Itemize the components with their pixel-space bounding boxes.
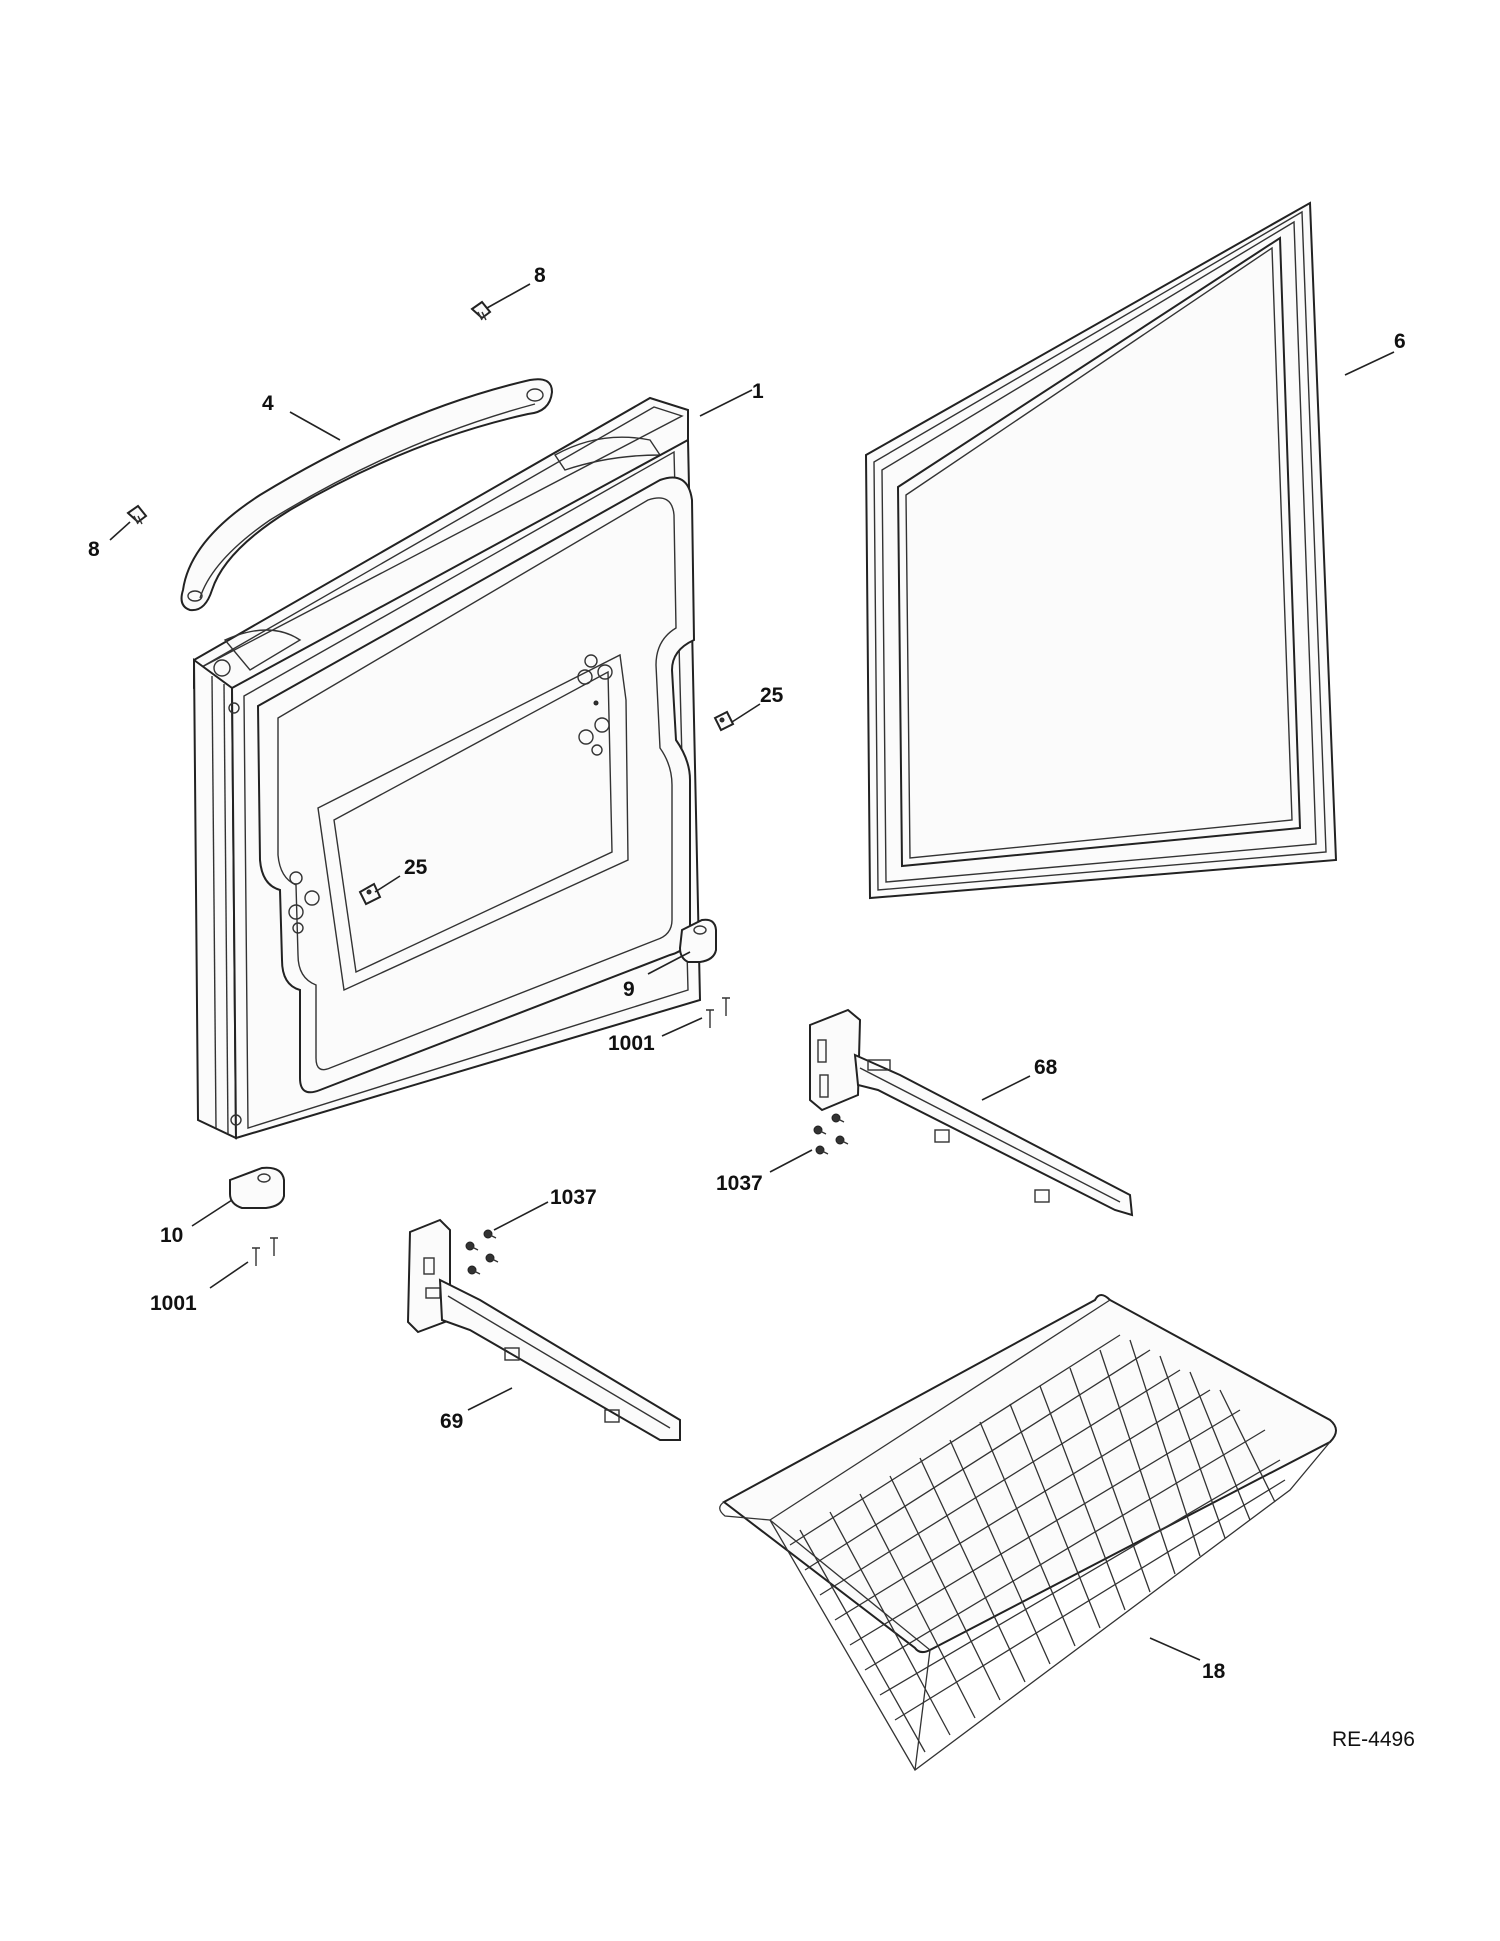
screws-1037-left-part[interactable] <box>465 1229 499 1275</box>
callout-1001-right: 1001 <box>608 1032 655 1055</box>
callout-69: 69 <box>440 1410 463 1433</box>
callout-68: 68 <box>1034 1056 1058 1079</box>
freezer-door-part[interactable] <box>192 396 702 1140</box>
wire-basket-part[interactable] <box>719 1294 1337 1771</box>
clip-left-part[interactable] <box>358 882 382 906</box>
clip-right-part[interactable] <box>713 710 735 732</box>
callout-10: 10 <box>160 1224 183 1247</box>
screws-1001-right-part[interactable] <box>706 997 730 1028</box>
door-handle-part[interactable] <box>180 378 554 612</box>
callout-labels: 8 8 4 1 6 25 25 9 1001 68 1037 10 1001 1… <box>88 264 1415 1751</box>
basket-grid <box>789 1334 1286 1753</box>
handle-screw-top-part[interactable] <box>470 300 492 321</box>
callout-4: 4 <box>262 392 274 415</box>
callout-18: 18 <box>1202 1660 1226 1683</box>
callout-leaders <box>109 283 1395 1661</box>
screws-1001-left-part[interactable] <box>252 1237 278 1266</box>
drawer-rail-left-part[interactable] <box>406 1218 681 1441</box>
callout-8-top: 8 <box>534 264 546 287</box>
screws-1037-right-part[interactable] <box>813 1113 849 1155</box>
callout-1037-right: 1037 <box>716 1172 763 1195</box>
callout-25-right: 25 <box>760 684 784 707</box>
callout-1037-left: 1037 <box>550 1186 597 1209</box>
callout-25-left: 25 <box>404 856 428 879</box>
callout-8-left: 8 <box>88 538 100 561</box>
callout-1: 1 <box>752 380 764 403</box>
callout-9: 9 <box>623 978 635 1001</box>
drawing-reference: RE-4496 <box>1332 1728 1415 1751</box>
hinge-cap-left-part[interactable] <box>229 1166 285 1209</box>
callout-6: 6 <box>1394 330 1406 353</box>
drawer-rail-right-part[interactable] <box>809 1008 1134 1217</box>
handle-screw-left-part[interactable] <box>126 504 148 525</box>
door-gasket-part[interactable] <box>864 201 1338 900</box>
callout-1001-left: 1001 <box>150 1292 197 1315</box>
